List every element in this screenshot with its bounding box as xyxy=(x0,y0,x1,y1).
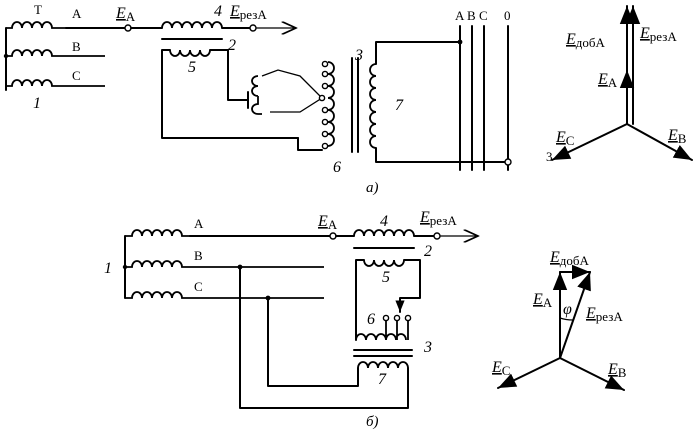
winding-phase-a-b xyxy=(125,229,190,237)
winding-7-top-lead xyxy=(375,41,461,65)
label-4: 4 xyxy=(214,3,222,20)
label-erez-vec-b: EрезA xyxy=(585,305,623,324)
vector-eb xyxy=(626,123,693,161)
winding-phase-c-b xyxy=(125,291,324,299)
bus-label-c: C xyxy=(479,8,488,23)
label-c: C xyxy=(72,68,81,83)
tap-contact xyxy=(321,142,329,150)
label-eb-vec-b: EB xyxy=(607,361,627,380)
winding-phase-b xyxy=(6,49,105,57)
label-3-vec: 3 xyxy=(546,149,553,164)
label-c-b: C xyxy=(194,279,203,294)
winding-6 xyxy=(327,61,335,147)
label-b-b: B xyxy=(194,248,203,263)
label-7-b: 7 xyxy=(378,371,387,388)
vector-erez-b xyxy=(559,271,591,359)
label-ec-vec: EC xyxy=(555,129,574,148)
winding-7-lead-b xyxy=(239,266,409,409)
label-5: 5 xyxy=(188,59,196,76)
junction-dot xyxy=(457,39,463,45)
excitation-winding-5-b xyxy=(363,259,405,267)
label-erez: EрезA xyxy=(229,3,267,22)
winding-5-lead-b xyxy=(355,259,365,341)
label-phi: φ xyxy=(563,301,572,318)
figure-b-schematic: A B C 1 4 2 5 6 3 7 EA EрезA б) xyxy=(104,209,478,430)
winding-6-lead xyxy=(297,137,323,151)
tap-contact xyxy=(321,70,329,78)
vector-diagram-a: EдобA EрезA EA EC EB 3 xyxy=(546,5,693,164)
tap-contact xyxy=(393,314,401,322)
regulating-winding-6-b xyxy=(355,321,409,341)
label-2-b: 2 xyxy=(424,243,432,260)
vector-diagram-b: EдобA EA EрезA EC EB φ xyxy=(491,249,627,391)
tap-contact xyxy=(321,60,329,68)
junction-dot xyxy=(265,295,271,301)
label-3-b: 3 xyxy=(423,339,432,356)
tap-contact xyxy=(321,82,329,90)
label-a-b: A xyxy=(194,216,204,231)
vector-ec xyxy=(551,123,628,161)
winding-7 xyxy=(369,63,377,149)
label-eb-vec: EB xyxy=(667,127,687,146)
label-ea-vec: EA xyxy=(597,71,618,90)
excitation-winding-5 xyxy=(169,49,211,57)
label-t: Т xyxy=(34,2,42,17)
bus-label-a: A xyxy=(455,8,465,23)
label-a: A xyxy=(72,6,82,21)
winding-phase-b-b xyxy=(125,260,324,268)
label-ea: EA xyxy=(115,5,136,24)
vector-ec-b xyxy=(497,357,561,389)
label-ea-b: EA xyxy=(317,213,338,232)
label-6: 6 xyxy=(333,159,341,176)
winding-5-lead-b2 xyxy=(399,259,421,313)
label-edob-a: EдобA xyxy=(565,31,606,50)
winding-5-lead-2 xyxy=(209,49,249,101)
regulating-coil xyxy=(251,75,262,115)
tap-contact xyxy=(321,130,329,138)
label-3: 3 xyxy=(354,47,363,64)
label-ea-vec-b: EA xyxy=(532,291,553,310)
tap-selector xyxy=(261,69,324,113)
tap-contact xyxy=(321,106,329,114)
series-winding-4-b xyxy=(353,229,415,237)
label-1-b: 1 xyxy=(104,260,112,277)
junction-dot xyxy=(3,53,9,59)
neutral-terminal xyxy=(504,158,512,166)
winding-7-b xyxy=(357,361,409,369)
winding-phase-c xyxy=(6,79,105,87)
caption-b: б) xyxy=(366,414,379,430)
tap-contact xyxy=(382,314,390,322)
tap-contact xyxy=(321,118,329,126)
caption-a: а) xyxy=(366,180,379,196)
label-2: 2 xyxy=(228,37,236,54)
label-erez-b: EрезA xyxy=(419,209,457,228)
winding-7-bottom-lead xyxy=(375,147,487,163)
label-5-b: 5 xyxy=(382,269,390,286)
label-ec-vec-b: EC xyxy=(491,359,510,378)
terminal-node xyxy=(249,24,257,32)
tap-contact xyxy=(404,314,412,322)
bus-label-b: B xyxy=(467,8,476,23)
vector-eb-b xyxy=(559,357,625,391)
winding-7-lead-c xyxy=(267,297,359,387)
label-6-b: 6 xyxy=(367,311,375,328)
series-winding-4 xyxy=(161,21,223,29)
figure-a-schematic: Т A B C 1 4 2 5 3 7 6 A B C 0 EA EрезA а… xyxy=(3,2,512,196)
tap-contact xyxy=(318,94,326,102)
label-4-b: 4 xyxy=(380,213,388,230)
label-b: B xyxy=(72,39,81,54)
label-7: 7 xyxy=(395,97,404,114)
bus-label-0: 0 xyxy=(504,8,511,23)
phi-arc xyxy=(559,317,575,321)
winding-5-lead xyxy=(161,49,299,139)
label-1: 1 xyxy=(33,95,41,112)
junction-dot xyxy=(237,264,243,270)
terminal-node xyxy=(433,232,441,240)
winding-phase-a xyxy=(6,21,66,29)
label-edob-b: EдобA xyxy=(549,249,590,268)
label-erez-a-vec: EрезA xyxy=(639,25,677,44)
